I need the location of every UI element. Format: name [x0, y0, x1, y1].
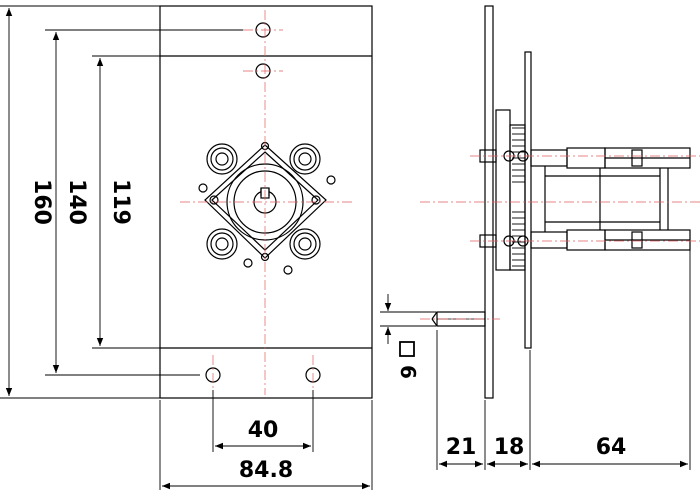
dim-label-160: 160 — [29, 179, 54, 225]
contact-boss-top-left — [206, 143, 238, 175]
dim-label-18: 18 — [494, 435, 525, 460]
square-symbol-icon — [399, 341, 415, 357]
centerlines-front — [180, 10, 355, 395]
contact-boss-bottom-right — [289, 228, 321, 260]
dim-label-140: 140 — [64, 179, 89, 225]
gear-upper — [512, 127, 525, 183]
dimension-lines-side — [380, 250, 691, 470]
dim-label-21: 21 — [446, 435, 477, 460]
contact-arm-lower — [530, 231, 568, 249]
switch-body-flange — [204, 144, 327, 259]
screw — [311, 195, 321, 205]
dim-label-64: 64 — [596, 435, 627, 460]
screw — [198, 183, 208, 193]
screw — [326, 175, 336, 185]
dim-label-shaft-square: 6 — [396, 365, 420, 379]
side-rear-plate — [524, 51, 532, 349]
contact-arm-upper — [530, 149, 568, 167]
mounting-plate — [159, 5, 373, 399]
centerlines-side — [420, 155, 700, 320]
dim-label-119: 119 — [108, 179, 133, 225]
screw — [283, 265, 293, 275]
dim-label-40: 40 — [248, 418, 279, 443]
contact-boss-bottom-left — [206, 228, 238, 260]
dimension-lines-front — [0, 5, 373, 490]
screw — [243, 258, 253, 268]
dim-label-84-8: 84.8 — [239, 458, 293, 483]
contact-boss-top-right — [289, 143, 321, 175]
screw — [209, 195, 219, 205]
